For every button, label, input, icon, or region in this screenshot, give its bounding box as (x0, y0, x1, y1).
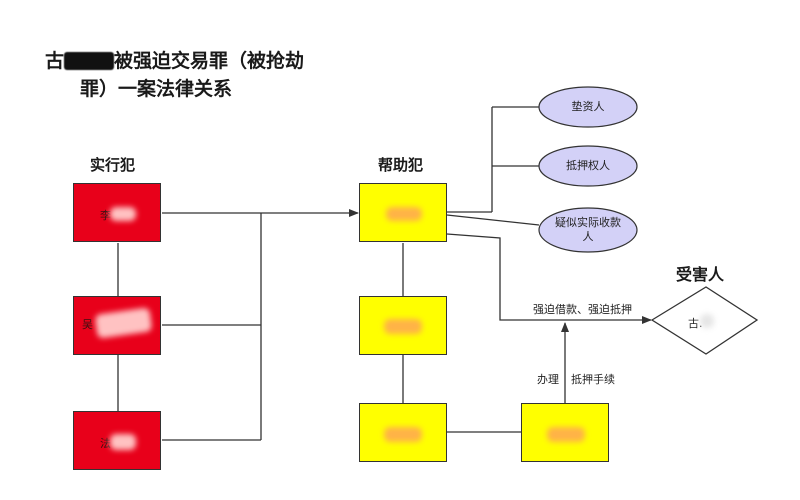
label-victim: 受害人 (676, 265, 725, 284)
arrow-accomplice-to-victim (446, 233, 652, 324)
accomplice-box-1 (359, 183, 447, 242)
connector-to-party-3 (446, 214, 540, 226)
perpetrator-name-2: 吴 (82, 318, 93, 331)
accomplice-box-2 (359, 296, 447, 355)
redaction-blur (386, 207, 422, 221)
redaction-blur (700, 314, 714, 328)
party-label-2: 抵押权人 (566, 159, 610, 172)
title-line1-rest: 被强迫交易罪（被抢劫 (114, 50, 305, 72)
accomplice-box-4 (521, 403, 609, 462)
edge-label-mortgage-left: 办理 (537, 373, 559, 386)
party-label-1: 垫资人 (571, 100, 605, 113)
party-label-3: 疑似实际收款人 (555, 216, 621, 243)
perpetrator-box-3: 法 (73, 411, 161, 470)
edge-label-mortgage-right: 抵押手续 (571, 373, 615, 386)
party-ellipse-1 (538, 86, 638, 128)
accomplice-box-3 (359, 403, 447, 462)
perpetrator-name-1: 李 (100, 209, 111, 222)
redaction-blur (384, 427, 422, 442)
label-perpetrators: 实行犯 (90, 156, 136, 174)
victim-name: 古. (688, 317, 703, 330)
redaction-blur (384, 319, 422, 334)
perpetrator-box-2: 吴 (73, 296, 161, 355)
title-prefix: 古 (45, 50, 65, 72)
party-ellipse-3 (538, 207, 638, 253)
perpetrator-name-3: 法 (100, 437, 111, 450)
redaction-blur (110, 434, 136, 450)
title-redaction (64, 52, 115, 70)
label-accomplices: 帮助犯 (378, 156, 424, 174)
perpetrator-box-1: 李 (73, 183, 161, 242)
page-title-line2: 罪）一案法律关系 (80, 78, 233, 100)
redaction-blur (547, 427, 585, 442)
page-title-line1: 古 被强迫交易罪（被抢劫 (45, 46, 304, 73)
redaction-blur (110, 207, 136, 221)
party-ellipse-2 (538, 145, 638, 187)
redaction-blur (94, 307, 153, 339)
edge-label-coercion: 强迫借款、强迫抵押 (533, 303, 632, 316)
